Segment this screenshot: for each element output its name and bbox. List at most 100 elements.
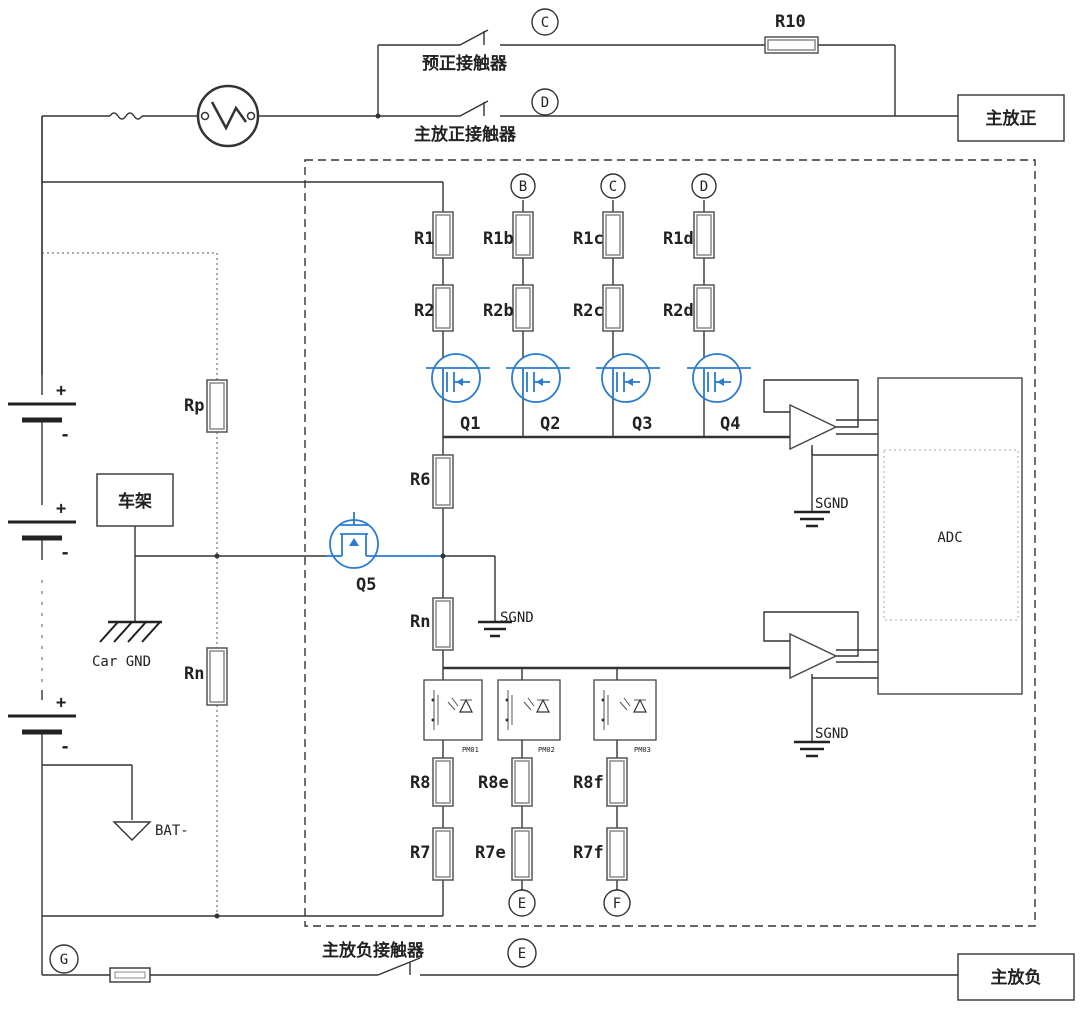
svg-text:R1b: R1b: [483, 229, 514, 249]
svg-text:R8e: R8e: [478, 773, 509, 793]
svg-text:车架: 车架: [118, 491, 152, 512]
svg-text:R10: R10: [775, 12, 806, 32]
bms-boundary: [304, 159, 1036, 927]
svg-text:+: +: [56, 693, 66, 713]
resistor-r1b: R1b: [483, 211, 534, 259]
resistor-r7e: R7e: [475, 827, 533, 881]
svg-text:C: C: [609, 179, 617, 195]
mosfet-q1: Q1: [426, 353, 490, 434]
resistor-r7: R7: [410, 827, 454, 881]
mosfet-q2: Q2: [506, 353, 570, 434]
node-f-bottom: F: [603, 889, 631, 917]
resistor-r1: R1: [414, 211, 454, 259]
svg-text:Rn: Rn: [184, 664, 204, 684]
svg-text:Rn: Rn: [410, 612, 430, 632]
resistor-rn: Rn: [410, 597, 454, 651]
photomos-pm2: PM02: [497, 679, 561, 754]
svg-text:D: D: [541, 95, 549, 111]
svg-text:-: -: [60, 543, 70, 563]
node-d-top: D: [531, 88, 559, 116]
svg-text:PM02: PM02: [538, 746, 555, 754]
adc-block: ADC: [877, 377, 1023, 695]
main-positive-contactor: 主放正接触器: [414, 100, 517, 145]
svg-text:Q5: Q5: [356, 575, 376, 595]
opamp-upper: [763, 379, 878, 512]
car-gnd-icon: Car GND: [92, 620, 162, 670]
svg-text:主放负: 主放负: [991, 967, 1042, 988]
svg-text:B: B: [519, 179, 527, 195]
node-d: D: [691, 173, 717, 199]
terminal-negative: 主放负: [957, 953, 1075, 1001]
circuit-breaker-icon: [196, 84, 260, 148]
svg-text:R7e: R7e: [475, 843, 506, 863]
svg-text:Car GND: Car GND: [92, 654, 151, 670]
precharge-contactor: 预正接触器: [422, 29, 508, 74]
svg-text:R1: R1: [414, 229, 434, 249]
resistor-r1d: R1d: [663, 211, 715, 259]
svg-text:R2d: R2d: [663, 301, 694, 321]
svg-text:E: E: [518, 946, 526, 962]
svg-text:Q3: Q3: [632, 414, 652, 434]
sgnd-ground-mid: SGND: [478, 610, 534, 638]
svg-text:R1d: R1d: [663, 229, 694, 249]
svg-text:Q1: Q1: [460, 414, 480, 434]
battery-rail: [41, 116, 444, 975]
svg-text:R1c: R1c: [573, 229, 604, 249]
resistor-r10: R10: [764, 12, 819, 54]
svg-text:SGND: SGND: [500, 610, 534, 626]
svg-text:主放正: 主放正: [986, 108, 1037, 129]
svg-text:+: +: [56, 381, 66, 401]
svg-text:-: -: [60, 737, 70, 757]
photomos-pm3: PM03: [593, 679, 657, 754]
svg-text:Q2: Q2: [540, 414, 560, 434]
node-c: C: [600, 173, 626, 199]
main-positive-contactor-label: 主放正接触器: [414, 124, 517, 145]
node-e-bottom: E: [508, 889, 536, 917]
resistor-r2b: R2b: [483, 284, 534, 332]
chassis-terminal: 车架: [96, 473, 326, 622]
mosfet-q3: Q3: [596, 353, 660, 434]
resistor-r1c: R1c: [573, 211, 624, 259]
resistor-r6: R6: [410, 454, 454, 509]
bottom-negative-wiring: [42, 967, 960, 983]
svg-text:E: E: [518, 896, 526, 912]
svg-text:C: C: [541, 15, 549, 31]
node-c-top: C: [531, 8, 559, 36]
resistor-rp: Rp: [184, 379, 228, 433]
mosfet-q5: Q5: [326, 512, 443, 595]
battery-cell-1: + -: [8, 381, 76, 445]
top-hv-wiring: [41, 44, 960, 375]
resistor-r8e: R8e: [478, 757, 533, 807]
sgnd-ground-lower: SGND: [794, 726, 849, 758]
svg-text:+: +: [56, 499, 66, 519]
svg-text:R2c: R2c: [573, 301, 604, 321]
fuse-icon: [109, 112, 143, 120]
mosfet-q4: Q4: [687, 353, 751, 434]
battery-cell-3: + -: [8, 693, 76, 757]
resistor-r2c: R2c: [573, 284, 624, 332]
terminal-positive: 主放正: [957, 94, 1065, 142]
bat-minus-ground: BAT-: [42, 764, 189, 841]
opamp-lower: [763, 611, 878, 742]
photomos-pm1: PM01: [423, 679, 483, 754]
divider-wiring: [440, 200, 790, 916]
battery-cell-2: + -: [8, 499, 76, 563]
svg-text:R6: R6: [410, 470, 430, 490]
svg-text:SGND: SGND: [815, 726, 849, 742]
svg-text:PM03: PM03: [634, 746, 651, 754]
sgnd-ground-upper: SGND: [794, 496, 849, 528]
svg-text:D: D: [700, 179, 708, 195]
svg-text:R2b: R2b: [483, 301, 514, 321]
svg-text:R2: R2: [414, 301, 434, 321]
svg-text:R8: R8: [410, 773, 430, 793]
main-negative-contactor: 主放负接触器: [322, 940, 425, 976]
svg-text:R7: R7: [410, 843, 430, 863]
resistor-r8f: R8f: [573, 757, 628, 807]
svg-text:R7f: R7f: [573, 843, 604, 863]
resistor-r2d: R2d: [663, 284, 715, 332]
resistor-rn-left: Rn: [184, 647, 228, 706]
svg-text:BAT-: BAT-: [155, 823, 189, 839]
svg-text:Q4: Q4: [720, 414, 740, 434]
